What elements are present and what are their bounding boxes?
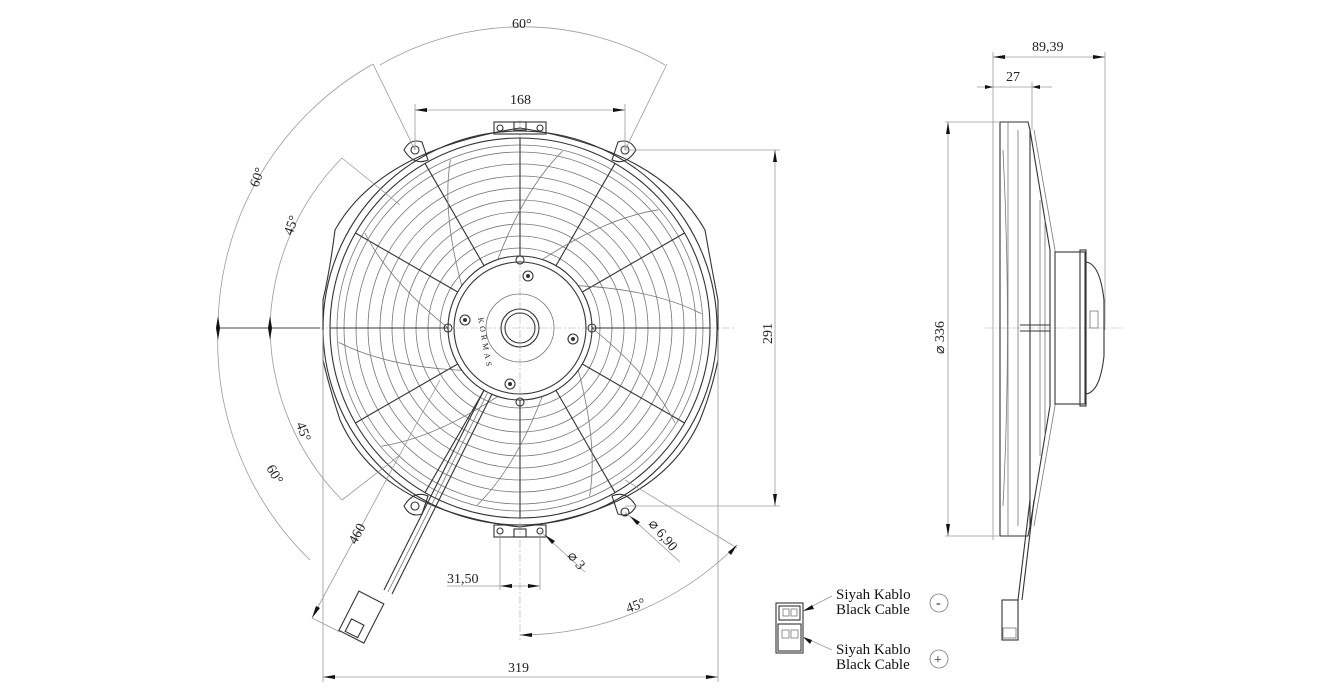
hub-brand-label: KORMAS (476, 317, 494, 370)
guard-spoke (355, 363, 458, 424)
svg-text:89,39: 89,39 (1032, 40, 1064, 55)
guard-spoke (582, 232, 685, 293)
fan-blades (338, 150, 702, 506)
connector-pinout-icon (775, 602, 804, 654)
mount-lug-bottom-right (611, 493, 637, 517)
svg-text:-: - (936, 596, 941, 611)
negative-polarity-icon (929, 593, 949, 613)
svg-text:460: 460 (346, 521, 369, 547)
svg-text:45°: 45° (624, 596, 648, 617)
side-view: 89,39 27 ⌀ 336 (933, 40, 1125, 641)
guard-spoke (424, 163, 485, 266)
dim-frame-depth: 27 (977, 70, 1052, 130)
cable-connector (338, 590, 385, 644)
svg-text:⌀ 6,90: ⌀ 6,90 (645, 517, 680, 555)
guard-spoke (355, 232, 458, 293)
fan-blade (497, 150, 563, 260)
hub-bolt (459, 314, 471, 326)
svg-text:168: 168 (510, 93, 531, 108)
dim-height: 291 (625, 149, 780, 507)
fan-blade (338, 341, 462, 371)
svg-text:319: 319 (508, 661, 529, 676)
guard-spoke (555, 163, 616, 266)
svg-text:Black Cable: Black Cable (836, 657, 910, 673)
guard-spoke (555, 390, 616, 493)
svg-text:45°: 45° (292, 420, 313, 444)
front-view: KORMAS 60° (216, 17, 780, 682)
guard-spokes (330, 138, 710, 518)
legend-item-positive: Siyah Kablo Black Cable + (836, 642, 949, 673)
positive-polarity-icon (929, 649, 949, 669)
svg-text:Siyah Kablo: Siyah Kablo (836, 587, 911, 603)
fan-blade (577, 370, 593, 497)
top-tab (493, 121, 547, 135)
hub-bolt (522, 270, 534, 282)
svg-text:+: + (934, 653, 942, 668)
hub-bolt (567, 333, 579, 345)
hub-mount-hole (515, 255, 525, 265)
dim-cable-length: 460 (311, 379, 441, 633)
side-cable-assembly (1001, 499, 1035, 641)
guard-spoke (582, 363, 685, 424)
svg-text:27: 27 (1006, 70, 1020, 85)
hub-mount-hole (587, 323, 597, 333)
guard-spoke (424, 390, 485, 493)
dim-overall-depth: 89,39 (992, 40, 1106, 540)
fan-blade (591, 327, 676, 424)
hub-mount-hole (443, 323, 453, 333)
dim-left-angles: 60° 45° 45° 60° (216, 63, 401, 561)
dim-mount-spacing: 168 (414, 93, 626, 150)
dim-bottom-right-angle: 45° (519, 479, 738, 637)
dim-top-angle: 60° (372, 17, 668, 151)
fan-blade (477, 396, 543, 506)
bottom-tab (493, 524, 547, 538)
hub-bolt (504, 378, 516, 390)
dim-tab-spacing: 31,50 (447, 534, 541, 590)
mount-lug-bottom-left (403, 493, 429, 516)
dim-diameter: ⌀ 336 (933, 121, 1000, 537)
svg-text:31,50: 31,50 (447, 572, 479, 587)
fan-blade (578, 285, 702, 315)
svg-text:Siyah Kablo: Siyah Kablo (836, 642, 911, 658)
fan-blade (542, 209, 659, 260)
connector-legend: Siyah Kablo Black Cable - Siyah Kablo Bl… (775, 587, 949, 673)
svg-text:60°: 60° (248, 166, 269, 190)
svg-text:45°: 45° (282, 214, 303, 238)
cable-assembly (338, 389, 493, 644)
fan-blade (364, 232, 449, 329)
svg-text:291: 291 (761, 323, 776, 344)
hub-mount-hole (515, 397, 525, 407)
fan-blade (447, 159, 463, 286)
legend-item-negative: Siyah Kablo Black Cable - (836, 587, 949, 618)
fan-blade (381, 396, 498, 447)
svg-text:60°: 60° (263, 463, 286, 487)
svg-text:60°: 60° (512, 17, 532, 32)
svg-text:⌀ 3: ⌀ 3 (564, 549, 588, 573)
svg-text:⌀ 336: ⌀ 336 (933, 321, 948, 354)
svg-text:Black Cable: Black Cable (836, 602, 910, 618)
